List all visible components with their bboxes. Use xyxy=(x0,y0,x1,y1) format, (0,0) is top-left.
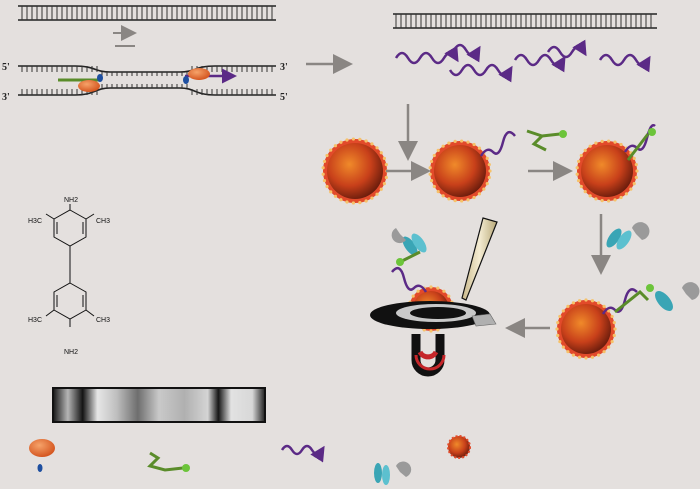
legend-amplicon-icon xyxy=(280,444,325,463)
polymerase-left xyxy=(58,74,103,92)
amplicon-icon xyxy=(448,63,513,83)
legend-bead-icon xyxy=(447,435,471,459)
amplicon-icon xyxy=(394,45,459,65)
replication-bubble xyxy=(18,65,276,96)
strand-label-top-right: 3' xyxy=(280,62,288,73)
enzyme-icon xyxy=(632,222,650,240)
amplicon-icon xyxy=(391,266,428,293)
antibody-icon xyxy=(402,233,427,256)
strand-label-top-left: 5' xyxy=(2,62,10,73)
amplicon-icon xyxy=(623,124,656,153)
legend-probe-icon xyxy=(147,451,190,472)
strand-label-bottom-left: 3' xyxy=(2,92,10,103)
methyl-top-right-label: CH3 xyxy=(96,218,110,225)
dna-duplex-icon xyxy=(18,5,276,21)
strand-label-bottom-right: 5' xyxy=(280,92,288,103)
methyl-bottom-right-label: CH3 xyxy=(96,317,110,324)
legend-polymerase-icon xyxy=(29,439,55,457)
antibody-icon xyxy=(655,291,673,311)
magnetic-bead-icon xyxy=(321,137,389,205)
amine-top-label: NH2 xyxy=(64,197,78,204)
antibody-icon xyxy=(606,228,632,250)
probe-icon xyxy=(396,250,421,266)
amplicon-icon xyxy=(598,53,651,73)
equilibrium-arrows xyxy=(113,25,137,47)
dna-duplex-icon xyxy=(393,13,657,29)
tmb-molecule-icon: NH2 NH2 H3C CH3 H3C CH3 xyxy=(28,197,110,356)
legend xyxy=(29,435,471,485)
amplicon-icon xyxy=(546,39,587,59)
amplicon-icon xyxy=(601,288,638,315)
probe-icon xyxy=(626,133,650,161)
gel-strip-icon xyxy=(52,387,266,423)
magnetic-bead-icon xyxy=(555,298,617,360)
enzyme-icon xyxy=(391,228,406,244)
legend-antibody-icon xyxy=(374,463,390,485)
legend-enzyme-icon xyxy=(396,461,412,477)
enzyme-icon xyxy=(682,282,700,300)
methyl-top-left-label: H3C xyxy=(28,218,42,225)
amine-bottom-label: NH2 xyxy=(64,349,78,356)
electrode-icon xyxy=(370,301,497,329)
amplicon-icon xyxy=(452,43,481,63)
probe-icon xyxy=(526,129,567,152)
amplicon-icon xyxy=(513,53,566,73)
magnetic-bead-icon xyxy=(575,139,639,203)
magnetic-bead-icon xyxy=(428,139,492,203)
amplicon-icon xyxy=(479,130,516,157)
legend-primer-icon xyxy=(37,464,43,472)
methyl-bottom-left-label: H3C xyxy=(28,317,42,324)
probe-icon xyxy=(614,289,650,314)
polymerase-right xyxy=(183,68,237,84)
amplicon-group xyxy=(394,39,651,83)
magnet-icon xyxy=(411,334,446,377)
pipette-tip-icon xyxy=(461,217,498,301)
